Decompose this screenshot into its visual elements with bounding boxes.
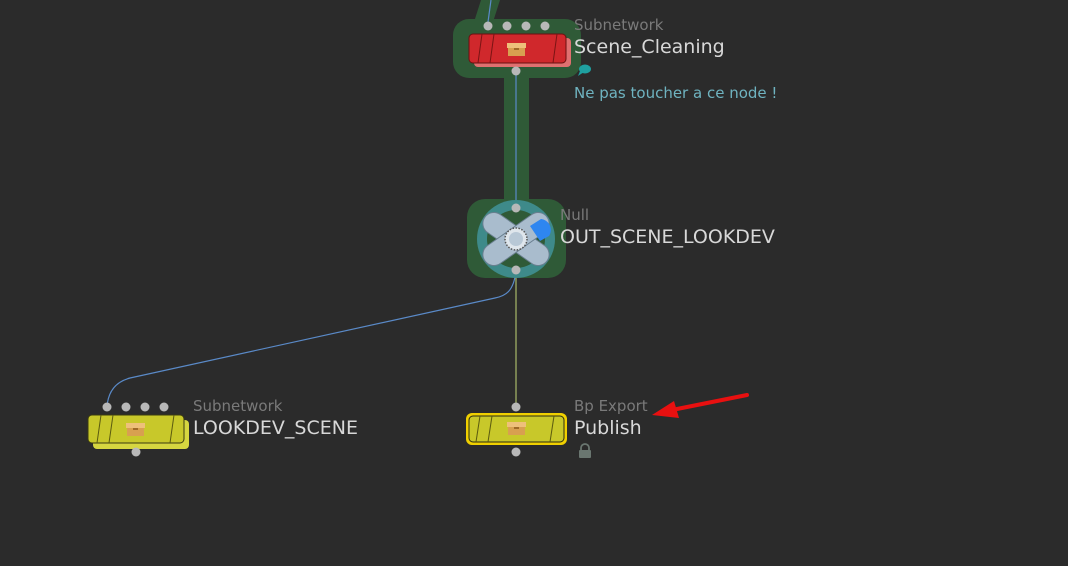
wires [106, 0, 517, 408]
node-out-scene-lookdev[interactable] [477, 200, 555, 278]
wire-input-scene-cleaning[interactable] [487, 0, 492, 23]
input-port[interactable] [502, 21, 512, 31]
speech-bubble-icon[interactable] [578, 64, 591, 77]
output-port[interactable] [511, 265, 521, 275]
null-cross-icon [482, 212, 551, 266]
node-publish[interactable] [466, 402, 591, 459]
node-type-label: Bp Export [574, 397, 648, 415]
node-type-label: Null [560, 206, 590, 224]
wire-null-to-lookdev-scene[interactable] [106, 269, 517, 408]
box-icon [126, 423, 145, 436]
lock-icon[interactable] [579, 443, 591, 458]
input-port[interactable] [540, 21, 550, 31]
node-name-label[interactable]: Publish [574, 417, 642, 439]
annotation-arrow-icon [652, 393, 749, 418]
node-lookdev-scene[interactable] [87, 402, 189, 457]
box-icon [507, 422, 526, 435]
output-port[interactable] [511, 447, 521, 457]
node-type-label: Subnetwork [193, 397, 283, 415]
input-port[interactable] [511, 402, 521, 412]
output-port[interactable] [511, 66, 521, 76]
node-name-label[interactable]: LOOKDEV_SCENE [193, 417, 358, 439]
output-port[interactable] [131, 447, 141, 457]
node-name-label[interactable]: Scene_Cleaning [574, 36, 725, 58]
node-type-label: Subnetwork [574, 16, 664, 34]
input-port[interactable] [511, 203, 521, 213]
input-port[interactable] [521, 21, 531, 31]
input-port[interactable] [102, 402, 112, 412]
node-comment: Ne pas toucher a ce node ! [574, 84, 778, 102]
input-port[interactable] [140, 402, 150, 412]
node-name-label[interactable]: OUT_SCENE_LOOKDEV [560, 226, 775, 248]
input-port[interactable] [483, 21, 493, 31]
node-scene-cleaning[interactable] [468, 21, 591, 77]
input-port[interactable] [121, 402, 131, 412]
box-icon [507, 43, 526, 56]
input-port[interactable] [159, 402, 169, 412]
